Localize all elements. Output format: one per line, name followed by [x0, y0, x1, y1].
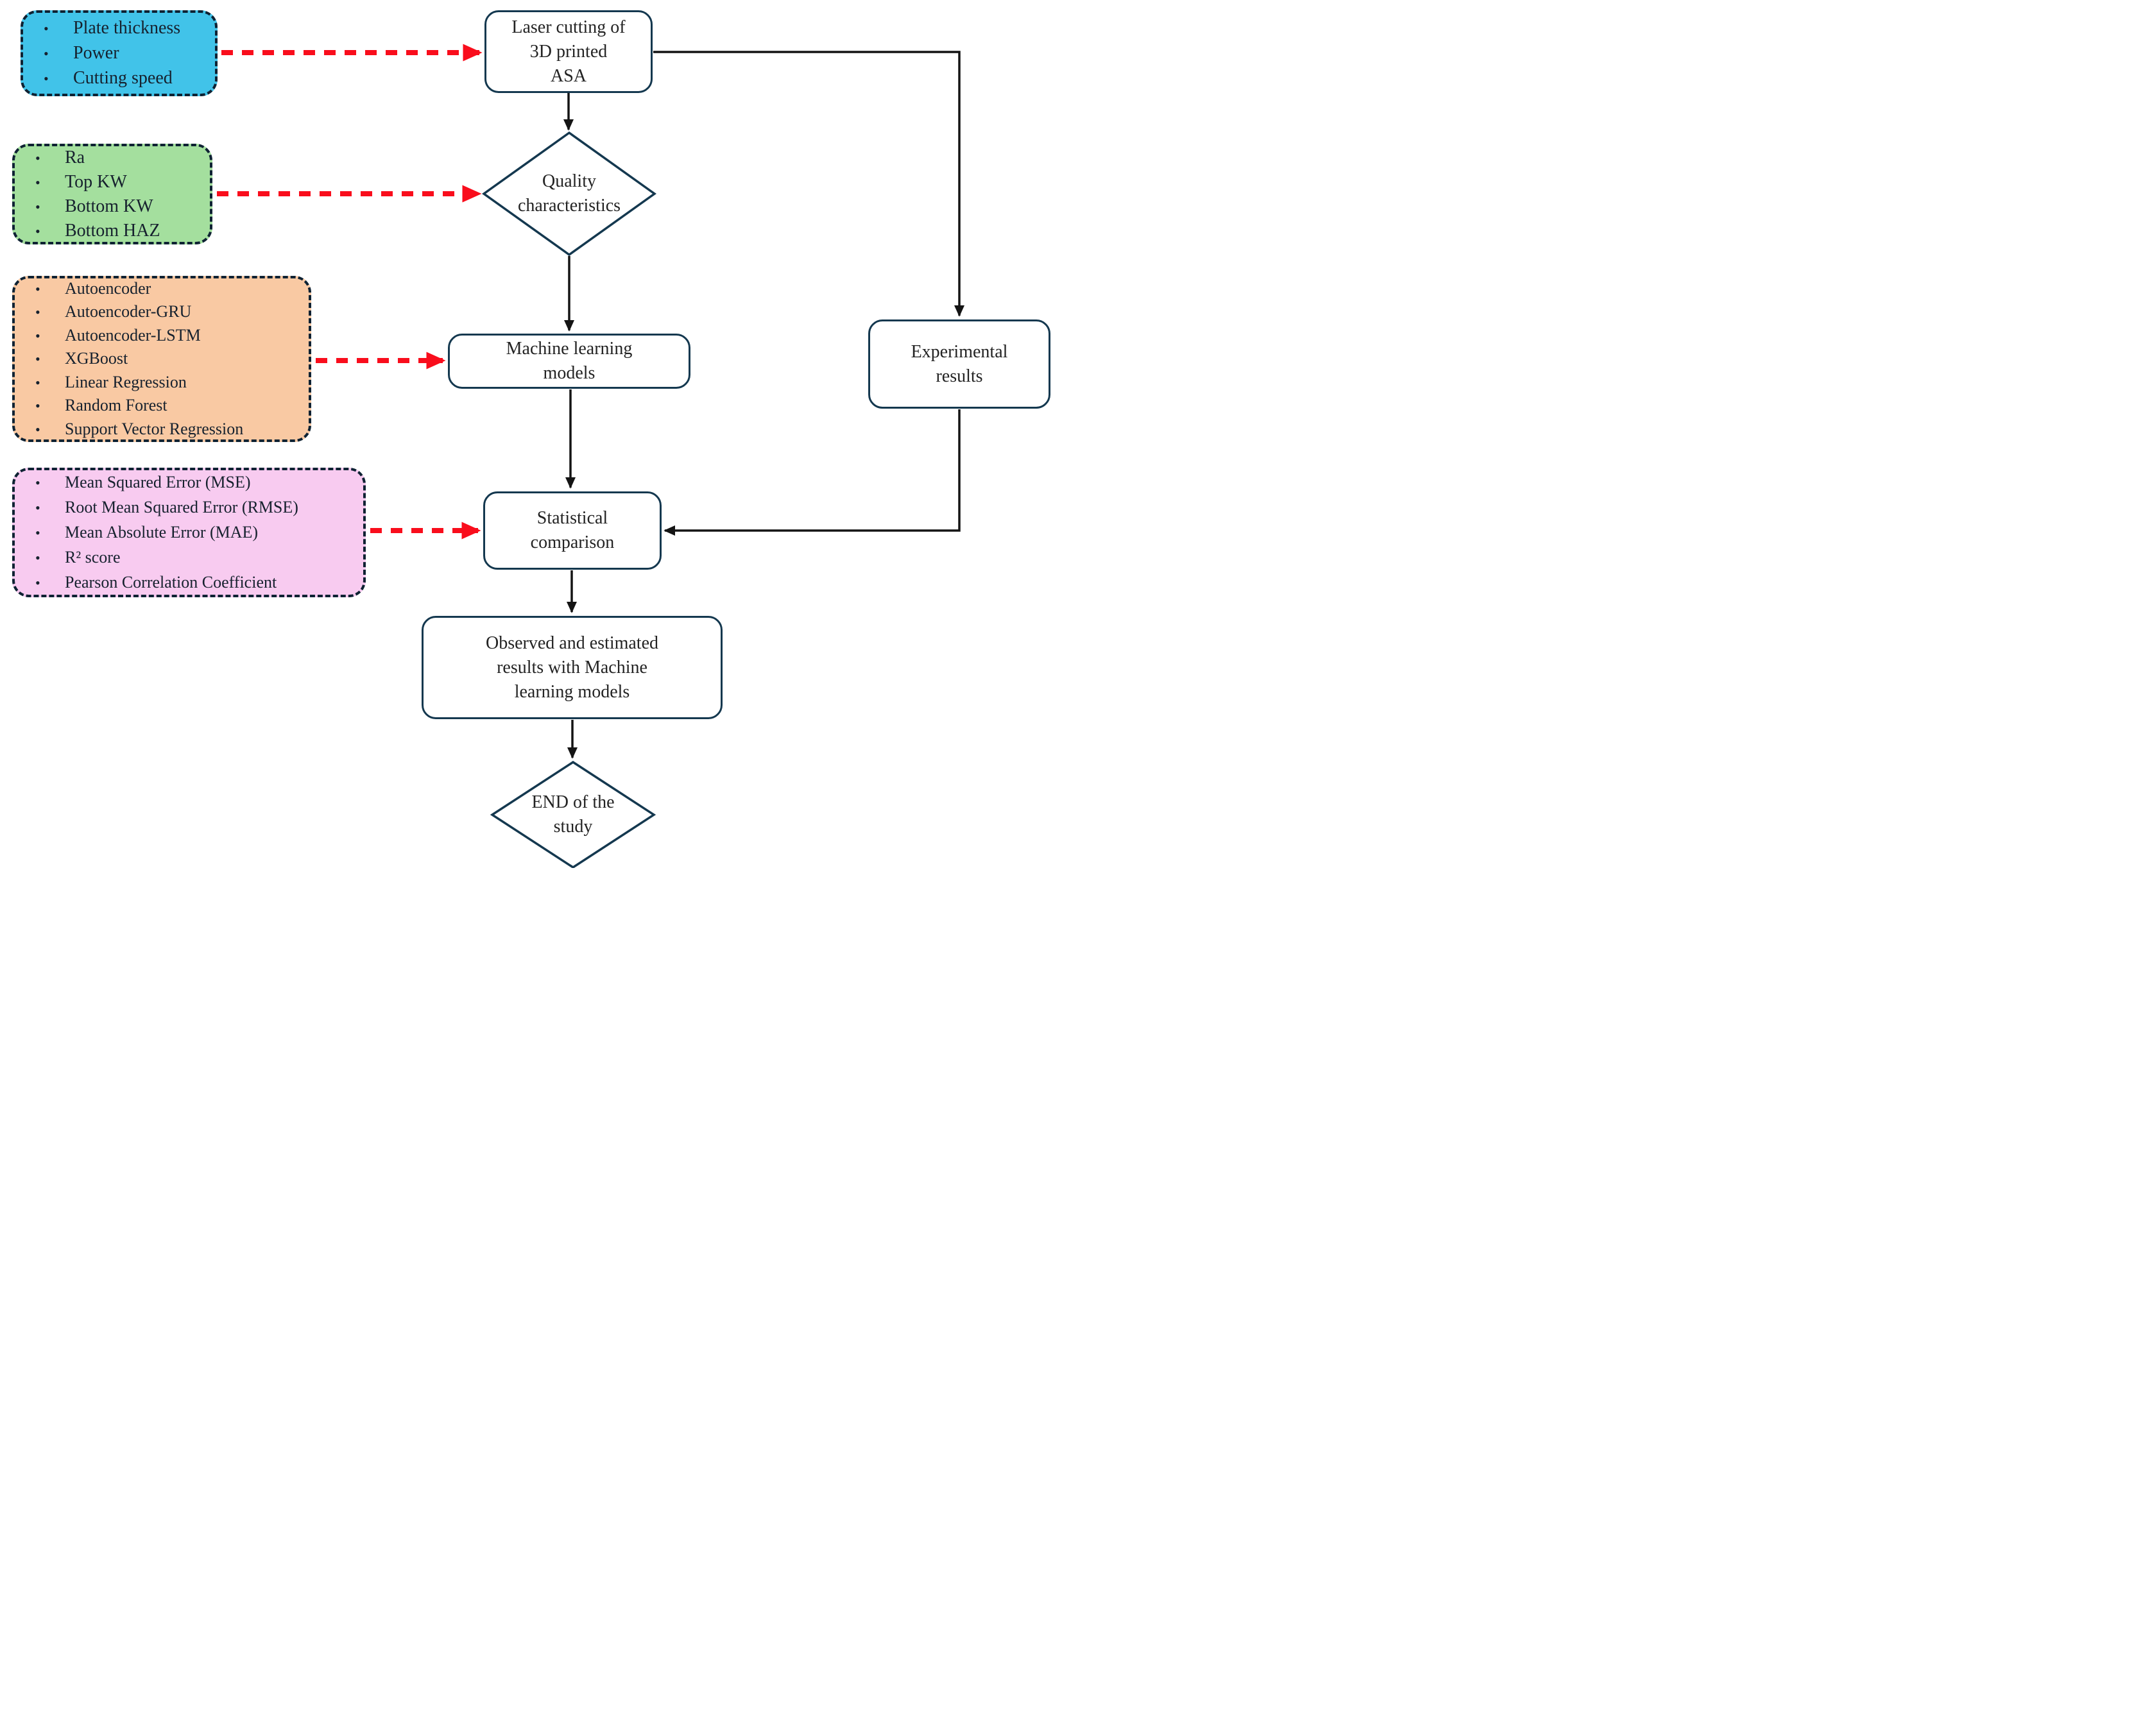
list-item: •R² score: [30, 545, 357, 570]
list-item: •Plate thickness: [39, 16, 209, 41]
node-statistical-comparison: Statistical comparison: [483, 491, 662, 570]
list-item: •Pearson Correlation Coefficient: [30, 570, 357, 595]
node-label: Laser cutting of: [511, 17, 626, 37]
bullet-icon: •: [35, 304, 40, 321]
list-item: •Random Forest: [30, 394, 302, 418]
connector-layer: [217, 44, 964, 868]
list-item: •Mean Squared Error (MSE): [30, 470, 357, 495]
list-item: •Bottom HAZ: [30, 219, 203, 243]
node-label: Observed and estimated: [485, 633, 659, 653]
node-laser-cutting: Laser cutting of 3D printed ASA: [484, 10, 653, 93]
bullet-icon: •: [35, 398, 40, 414]
list-item: •Top KW: [30, 170, 203, 194]
bullet-icon: •: [35, 524, 40, 541]
bullet-icon: •: [44, 70, 49, 87]
input-box-process-parameters: •Plate thickness •Power •Cutting speed: [21, 10, 218, 96]
list-item: •Autoencoder-GRU: [30, 300, 302, 324]
node-label: Machine learning: [506, 339, 633, 359]
node-experimental-results: Experimental results: [868, 319, 1050, 409]
node-label: results with Machine: [497, 657, 647, 677]
connector-experimental-to-statistical: [664, 409, 961, 536]
flowchart-canvas: •Plate thickness •Power •Cutting speed •…: [0, 0, 1066, 868]
list-item: •Mean Absolute Error (MAE): [30, 520, 357, 545]
bullet-icon: •: [35, 223, 40, 239]
list-item: •Ra: [30, 146, 203, 170]
list-item: •Root Mean Squared Error (RMSE): [30, 495, 357, 520]
node-label: models: [543, 363, 595, 383]
list-item: •Support Vector Regression: [30, 418, 302, 441]
list-item: •Cutting speed: [39, 66, 209, 91]
bullet-icon: •: [35, 280, 40, 297]
node-label: Experimental: [911, 341, 1008, 362]
list-item: •Bottom KW: [30, 194, 203, 219]
quality-diamond-shape: [481, 131, 657, 257]
node-label: results: [936, 366, 983, 386]
list-item: •Power: [39, 41, 209, 66]
list-item: •XGBoost: [30, 347, 302, 371]
bullet-icon: •: [35, 549, 40, 566]
bullet-icon: •: [35, 327, 40, 344]
bullet-icon: •: [44, 20, 49, 37]
node-observed-estimated-results: Observed and estimated results with Mach…: [422, 616, 723, 719]
node-label: 3D printed: [529, 41, 608, 62]
input-box-ml-models: •Autoencoder •Autoencoder-GRU •Autoencod…: [12, 276, 311, 442]
bullet-icon: •: [35, 198, 40, 215]
bullet-icon: •: [35, 174, 40, 191]
list-item: •Linear Regression: [30, 371, 302, 395]
input-box-quality-characteristics: •Ra •Top KW •Bottom KW •Bottom HAZ: [12, 144, 212, 244]
node-label: ASA: [550, 65, 587, 86]
node-label: learning models: [514, 681, 630, 702]
list-item: •Autoencoder-LSTM: [30, 324, 302, 348]
end-diamond-shape: [490, 760, 656, 868]
bullet-icon: •: [44, 45, 49, 62]
bullet-icon: •: [35, 574, 40, 591]
list-item: •Autoencoder: [30, 277, 302, 301]
bullet-icon: •: [35, 421, 40, 438]
bullet-icon: •: [35, 499, 40, 516]
node-machine-learning-models: Machine learning models: [448, 334, 690, 389]
connector-laser-to-experimental: [653, 51, 964, 317]
bullet-icon: •: [35, 374, 40, 391]
bullet-icon: •: [35, 149, 40, 166]
bullet-icon: •: [35, 474, 40, 491]
bullet-icon: •: [35, 351, 40, 368]
node-label: Statistical: [536, 508, 608, 528]
input-box-statistical-metrics: •Mean Squared Error (MSE) •Root Mean Squ…: [12, 468, 366, 597]
node-label: comparison: [530, 532, 615, 552]
